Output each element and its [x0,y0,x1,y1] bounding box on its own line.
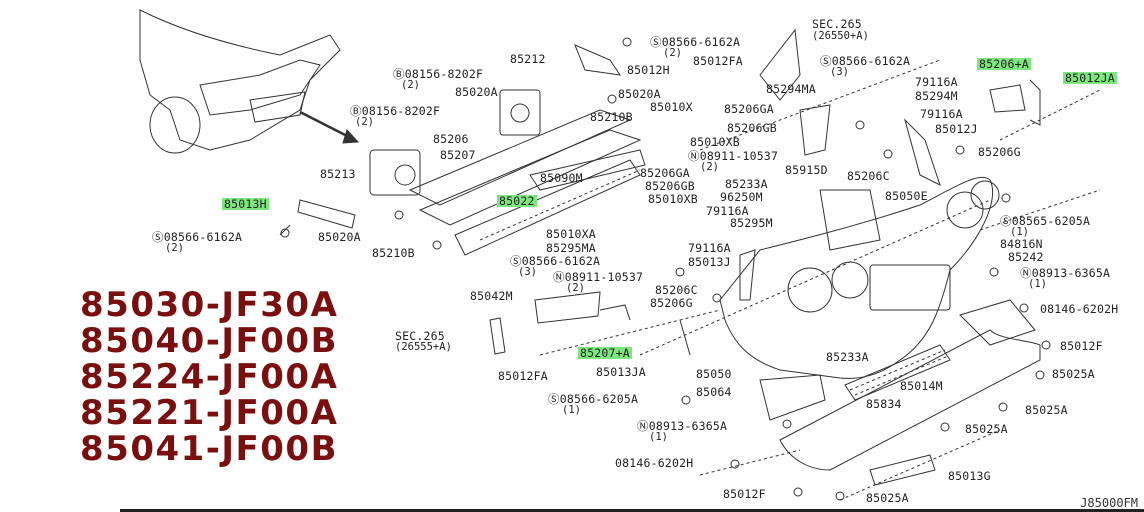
callout-79116a-3[interactable]: 79116A [706,204,749,218]
callout-85013j[interactable]: 85013J [688,255,731,269]
part-number-3: 85224-JF00A [80,357,339,397]
callout-08913-6365a-2[interactable]: Ⓝ08913-6365A [637,419,728,433]
part-number-1: 85030-JF30A [80,285,339,325]
callout-85213[interactable]: 85213 [320,167,356,181]
part-number-2: 85040-JF00B [80,321,339,361]
callout-85012fa-2[interactable]: 85012FA [498,369,548,383]
callout-85020a-3[interactable]: 85020A [318,230,361,244]
callout-96250m[interactable]: 96250M [720,190,763,204]
callout-85207-a[interactable]: 85207+A [578,346,632,360]
callout-08565-6205a[interactable]: Ⓢ08565-6205A [1000,214,1091,228]
callout-08566-6205a[interactable]: Ⓢ08566-6205A [548,392,639,406]
callout-08566-6162a-m[interactable]: Ⓢ08566-6162A [510,254,601,268]
callout-85050e[interactable]: 85050E [885,189,928,203]
callout-85233a-2[interactable]: 85233A [826,350,869,364]
callout-85295m[interactable]: 85295M [730,216,773,230]
callout-85022[interactable]: 85022 [497,194,537,208]
callout-08566-6162a-top[interactable]: Ⓢ08566-6162A [650,35,741,49]
callout-85025a[interactable]: 85025A [1052,367,1095,381]
callout-08146-6202h-2[interactable]: 08146-6202H [615,456,694,470]
callout-85210b[interactable]: 85210B [590,110,633,124]
bottom-rule [120,509,1144,512]
callout-85020a-2[interactable]: 85020A [618,87,661,101]
callout-85206g[interactable]: 85206G [978,145,1021,159]
callout-85206g-2[interactable]: 85206G [650,296,693,310]
callout-85012j[interactable]: 85012J [935,122,978,136]
callout-85210b-2[interactable]: 85210B [372,246,415,260]
callout-qty: (1) [649,431,668,443]
callout-85013h[interactable]: 85013H [222,197,269,211]
callout-85020a[interactable]: 85020A [455,85,498,99]
callout-85233a[interactable]: 85233A [725,177,768,191]
callout-85206c-2[interactable]: 85206C [655,283,698,297]
callout-qty: (2) [663,47,682,59]
callout-qty: (2) [566,282,585,294]
callout-85206gb[interactable]: 85206GB [727,121,777,135]
callout-85064[interactable]: 85064 [696,385,732,399]
callout-85010xb-2[interactable]: 85010XB [648,192,698,206]
callout-qty: (2) [401,79,420,91]
callout-sec265[interactable]: SEC.265 [812,17,862,31]
callout-qty: (3) [830,66,849,78]
callout-85294m[interactable]: 85294M [915,89,958,103]
callout-qty: (2) [165,242,184,254]
callout-85294ma[interactable]: 85294MA [766,82,816,96]
callout-08156-8202f[interactable]: Ⓑ08156-8202F [393,67,484,81]
callout-sec265-b[interactable]: SEC.265 [395,329,445,343]
callout-85295ma[interactable]: 85295MA [546,241,596,255]
callout-79116a-4[interactable]: 79116A [688,241,731,255]
callout-qty: (1) [1028,278,1047,290]
diagram-code: J85000FM [1080,496,1138,510]
callout-85012fa[interactable]: 85012FA [693,54,743,68]
callout-85212[interactable]: 85212 [510,52,546,66]
callout-85010x[interactable]: 85010X [650,100,693,114]
callout-08146-6202h[interactable]: 08146-6202H [1040,302,1119,316]
callout-85206ga[interactable]: 85206GA [724,102,774,116]
callout-85207[interactable]: 85207 [440,148,476,162]
callout-08566-6162a-l[interactable]: Ⓢ08566-6162A [152,230,243,244]
callout-qty: (3) [518,266,537,278]
callout-85025a-4[interactable]: 85025A [866,491,909,505]
callout-qty: (1) [562,404,581,416]
callout-sec265-b-sub: (26555+A) [395,341,452,353]
callout-08156-8202f-2[interactable]: Ⓑ08156-8202F [350,104,441,118]
callout-sec265-sub: (26550+A) [812,30,869,42]
callout-85834[interactable]: 85834 [866,397,902,411]
callout-qty: (2) [700,161,719,173]
callout-85915d[interactable]: 85915D [785,163,828,177]
callout-85206ga-2[interactable]: 85206GA [640,166,690,180]
callout-85025a-2[interactable]: 85025A [1025,403,1068,417]
callout-85012ja[interactable]: 85012JA [1063,71,1117,85]
callout-08911-10537-2[interactable]: Ⓝ08911-10537 [553,270,644,284]
callout-85012h[interactable]: 85012H [627,63,670,77]
callout-85010xb[interactable]: 85010XB [690,135,740,149]
callout-85242[interactable]: 85242 [1008,250,1044,264]
callout-qty: (1) [1010,226,1029,238]
callout-85014m[interactable]: 85014M [900,379,943,393]
callout-79116a[interactable]: 79116A [915,75,958,89]
part-number-5: 85041-JF00B [80,429,339,469]
callout-85206c[interactable]: 85206C [847,169,890,183]
callout-qty: (2) [355,116,374,128]
callout-84816n[interactable]: 84816N [1000,237,1043,251]
callout-79116a-2[interactable]: 79116A [920,107,963,121]
callout-85025a-3[interactable]: 85025A [965,422,1008,436]
part-number-4: 85221-JF00A [80,393,339,433]
callout-08913-6365a[interactable]: Ⓝ08913-6365A [1020,266,1111,280]
callout-08911-10537[interactable]: Ⓝ08911-10537 [688,149,779,163]
callout-85013g[interactable]: 85013G [948,469,991,483]
callout-85206-a[interactable]: 85206+A [977,57,1031,71]
callout-85012f-2[interactable]: 85012F [723,487,766,501]
callout-85010xa[interactable]: 85010XA [546,227,596,241]
callout-85042m[interactable]: 85042M [470,289,513,303]
callout-85013ja[interactable]: 85013JA [596,365,646,379]
callout-85050[interactable]: 85050 [696,367,732,381]
callout-85206[interactable]: 85206 [433,132,469,146]
callout-85206gb-2[interactable]: 85206GB [645,179,695,193]
callout-85090m[interactable]: 85090M [540,171,583,185]
callout-85012f[interactable]: 85012F [1060,339,1103,353]
callout-08566-6162a-r[interactable]: Ⓢ08566-6162A [820,54,911,68]
